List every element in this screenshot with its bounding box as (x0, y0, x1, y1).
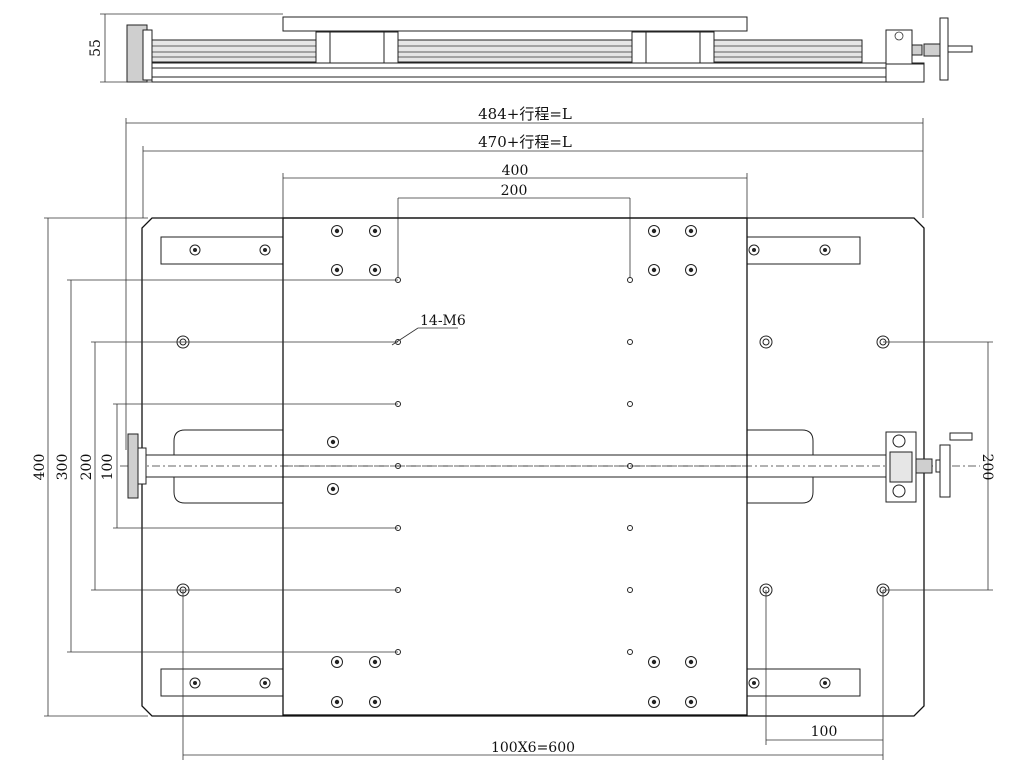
dim-side-height: 55 (88, 39, 104, 57)
thread-leader: 14-M6 (391, 313, 466, 346)
dim-total-length: 484+行程=L (478, 105, 572, 123)
bottom-dimensions: 100 100X6=600 (182, 590, 884, 760)
plan-view (120, 217, 980, 717)
dim-base-length: 470+行程=L (478, 133, 572, 151)
side-view: 55 (88, 13, 973, 83)
bolts (176, 225, 890, 708)
m6-holes (395, 277, 633, 655)
dim-height-300: 300 (55, 454, 71, 481)
dim-height-200-right: 200 (979, 454, 995, 481)
dim-hole-row: 100X6=600 (491, 740, 575, 756)
left-dimensions: 400 300 200 100 (32, 217, 398, 717)
top-dimensions: 484+行程=L 470+行程=L 400 200 (125, 105, 924, 450)
label-thread-holes: 14-M6 (420, 313, 466, 329)
dim-hole-spacing-x: 200 (501, 183, 528, 199)
dim-table-width: 400 (502, 163, 529, 179)
dim-height-100: 100 (100, 454, 116, 481)
dim-height-400: 400 (32, 454, 48, 481)
dim-pitch-100: 100 (811, 724, 838, 740)
table-bolts (189, 225, 831, 708)
dim-height-200-left: 200 (79, 454, 95, 481)
right-dimensions: 200 (883, 341, 995, 591)
